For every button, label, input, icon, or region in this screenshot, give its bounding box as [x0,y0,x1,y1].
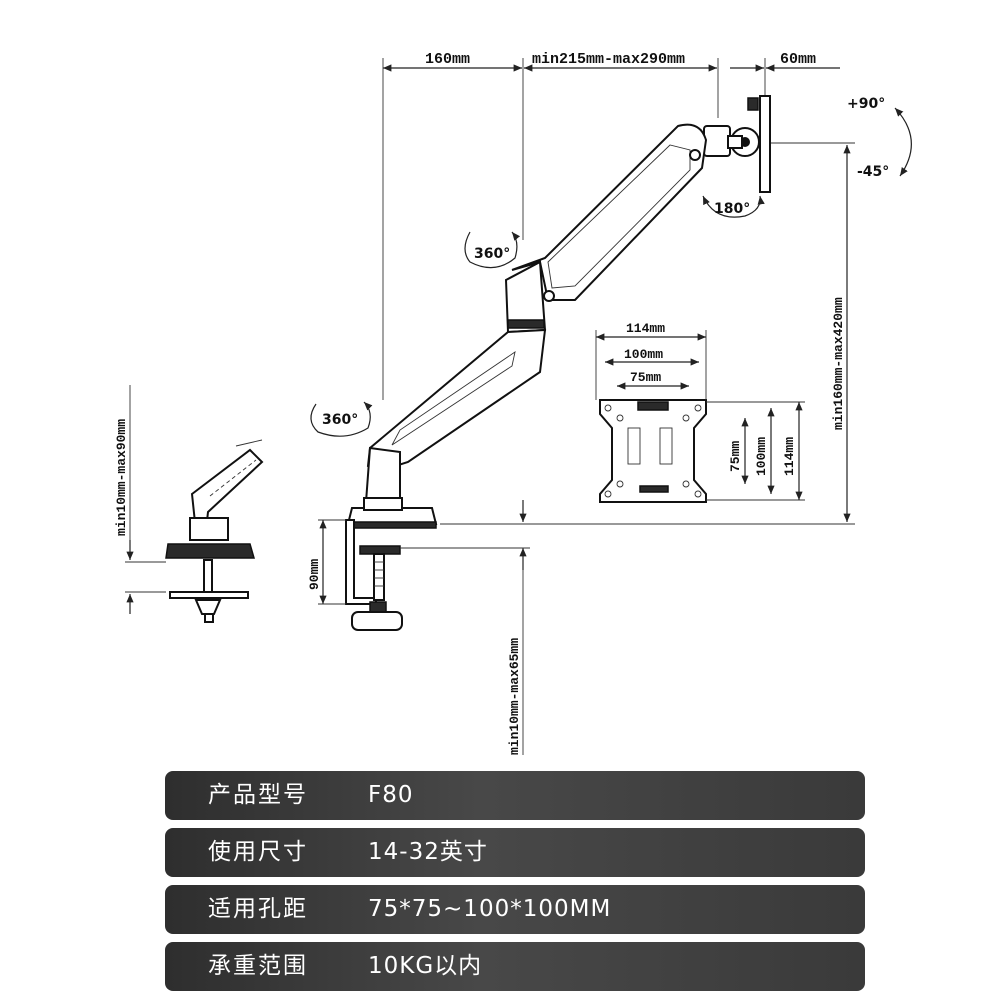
dim-side-view: min10mm-max90mm [114,419,129,536]
tilt-arc-icon [894,107,912,177]
vesa-75-side: 75mm [728,441,743,472]
dim-60mm: 60mm [780,51,816,68]
side-view-arm [165,439,264,623]
rotate-360-upper-arc-icon [464,231,521,269]
height-dimension-lines [440,142,855,525]
vesa-114-top: 114mm [626,321,665,336]
tilt-up-label: +90° [847,96,885,112]
top-dimension-lines [382,58,840,400]
spec-value: F80 [368,782,414,808]
rotate-360-base-label: 360° [322,412,358,428]
rotate-360-upper-label: 360° [474,246,510,262]
swivel-label: 180° [714,201,750,217]
monitor-arm-diagram: 160mm min215mm-max290mm 60mm min160mm-ma… [114,51,912,755]
tilt-down-label: -45° [857,164,889,180]
dim-height: min160mm-max420mm [831,297,846,430]
dim-desk-thickness: min10mm-max65mm [507,638,522,755]
spec-table: 产品型号 F80 使用尺寸 14-32英寸 适用孔距 75*75~100*100… [165,771,865,999]
spec-row-model: 产品型号 F80 [165,771,865,820]
vesa-vertical-dims [706,401,805,501]
spec-label: 适用孔距 [208,896,308,922]
spec-value: 75*75~100*100MM [368,896,612,922]
vesa-114-side: 114mm [782,437,797,476]
dim-90mm: 90mm [307,559,322,590]
vesa-100-side: 100mm [754,437,769,476]
spec-value: 10KG以内 [368,953,483,979]
dim-215-290mm: min215mm-max290mm [532,51,685,68]
vesa-horizontal-dims [595,330,707,400]
spec-row-load: 承重范围 10KG以内 [165,942,865,991]
dim-160mm: 160mm [425,51,470,68]
spec-label: 承重范围 [208,953,308,979]
spec-label: 产品型号 [208,782,308,808]
lower-arm [366,328,547,472]
vesa-75-top: 75mm [630,370,661,385]
monitor-head [703,95,771,193]
spec-row-size: 使用尺寸 14-32英寸 [165,828,865,877]
rotate-360-base-arc-icon [310,401,373,437]
spec-value: 14-32英寸 [368,839,488,865]
elbow-joint [504,260,547,334]
vesa-plate [599,399,707,503]
desk-clamp [345,519,403,631]
spec-label: 使用尺寸 [208,839,308,865]
swivel-arc-icon [702,195,765,218]
vesa-100-top: 100mm [624,347,663,362]
upper-arm [511,123,708,302]
spec-row-vesa: 适用孔距 75*75~100*100MM [165,885,865,934]
arm-base [346,446,438,529]
